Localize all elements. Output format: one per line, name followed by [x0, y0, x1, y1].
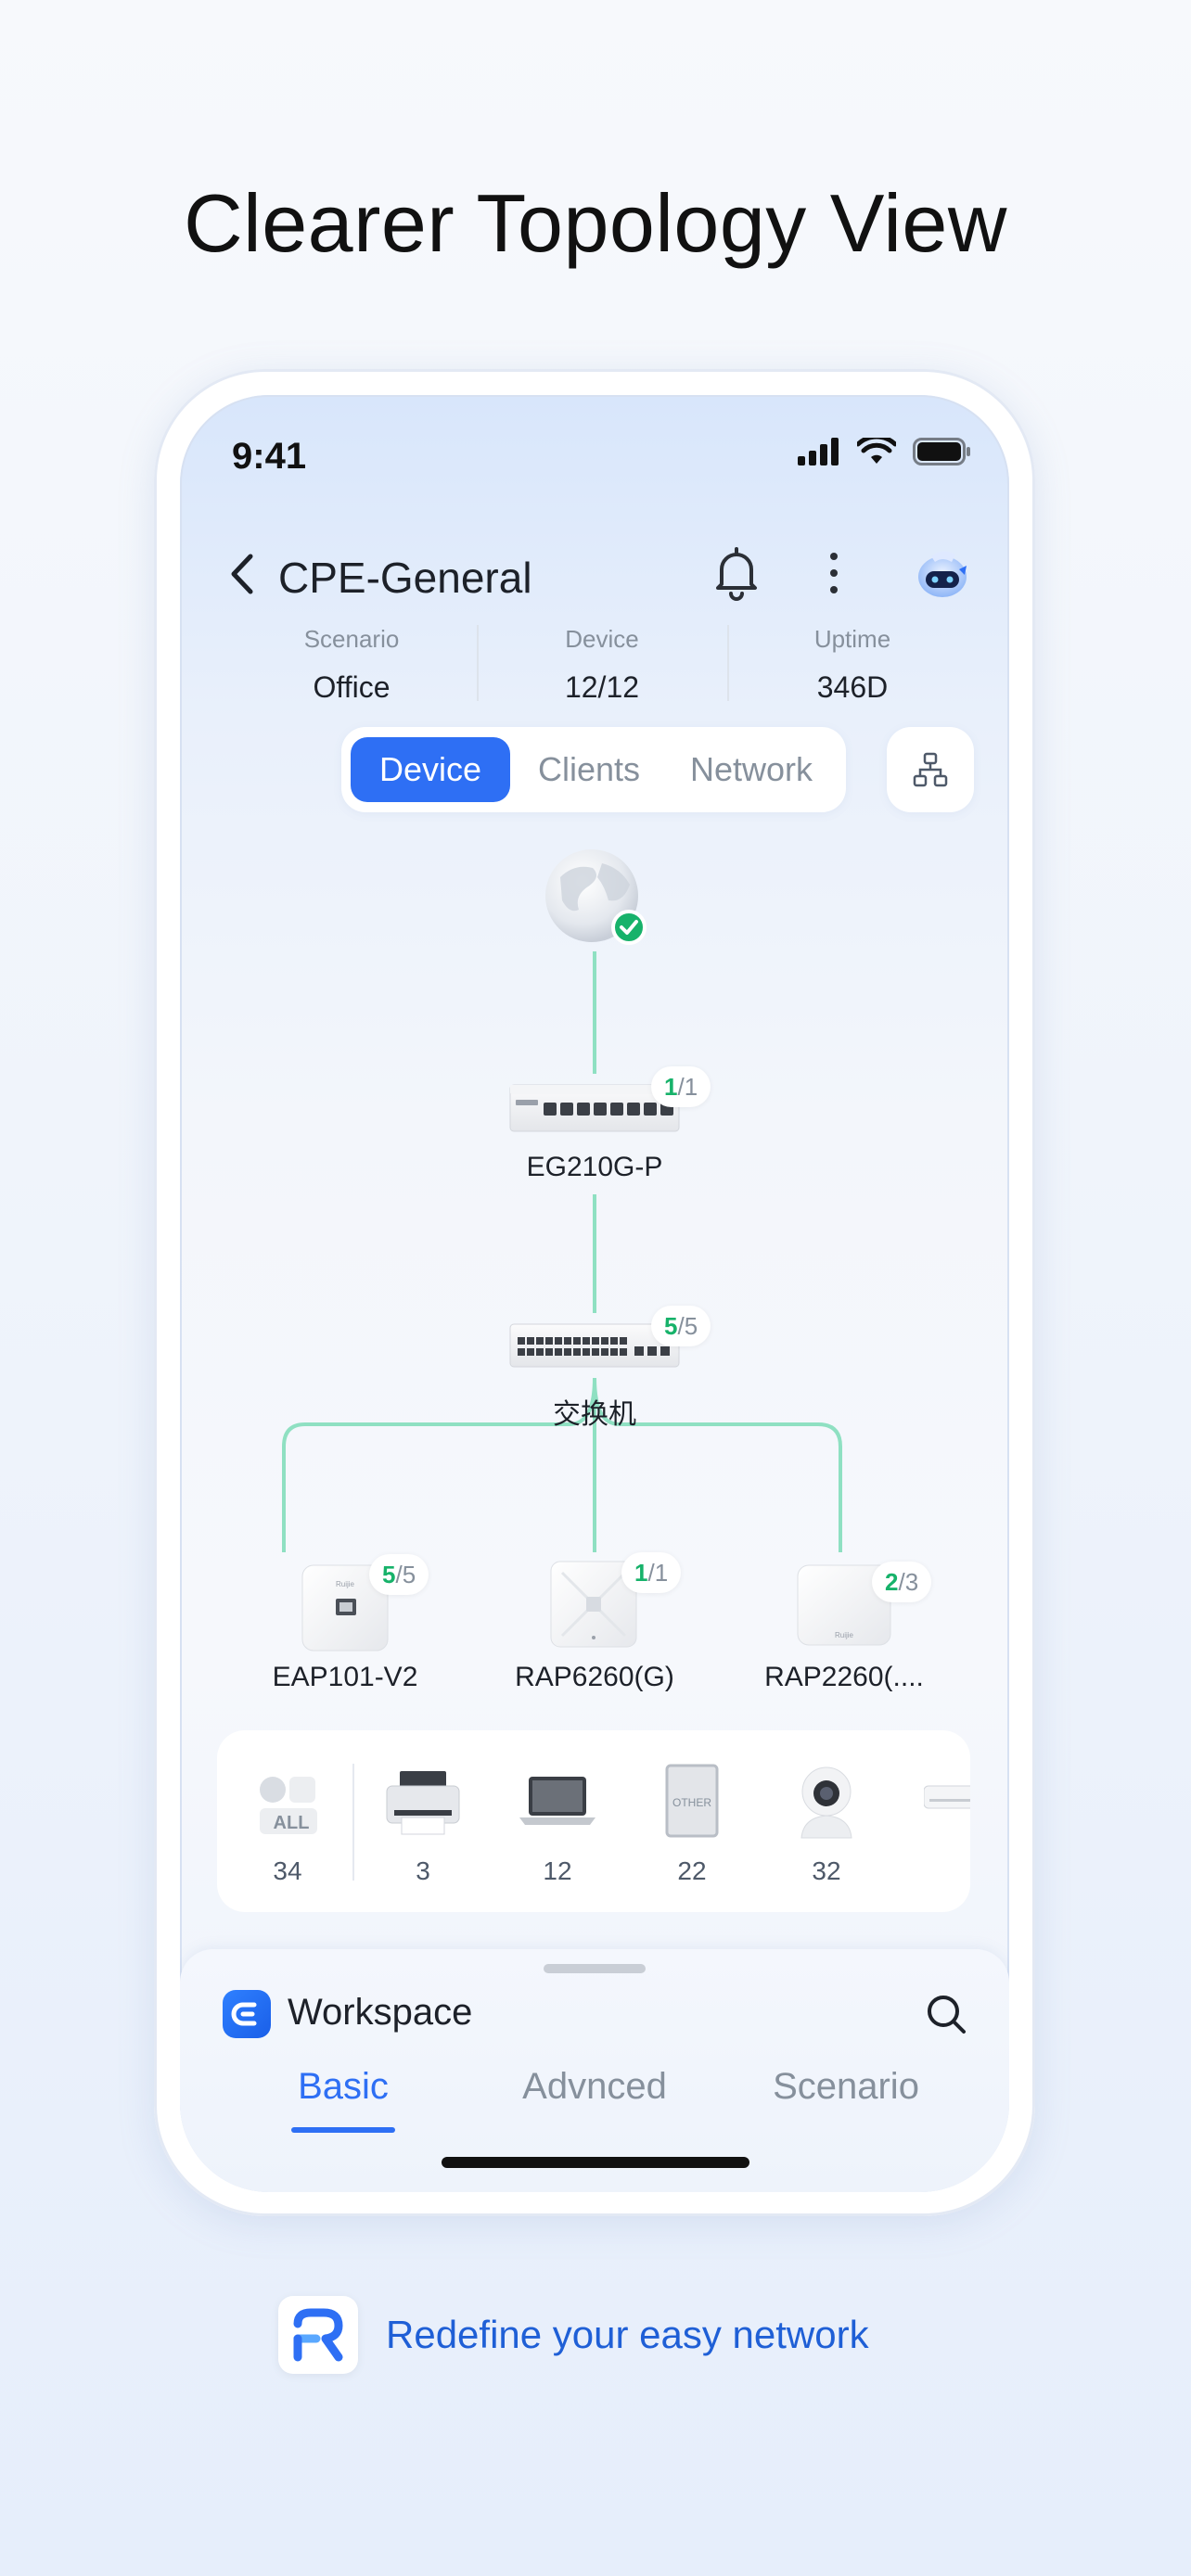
printer-icon — [386, 1771, 460, 1835]
other-device-text: OTHER — [672, 1796, 711, 1809]
footer-brand: Redefine your easy network — [278, 2296, 869, 2374]
workspace-title: Workspace — [288, 1992, 473, 2033]
topology-icon — [913, 752, 948, 787]
stat-device: Device 12/12 — [477, 618, 727, 710]
all-clients-icon: ALL — [260, 1777, 317, 1834]
ap2-label: RAP6260(G) — [515, 1662, 674, 1692]
page-title: CPE-General — [278, 554, 532, 602]
client-count: 32 — [924, 1856, 970, 1886]
more-icon[interactable] — [820, 543, 848, 603]
phone-screen: 9:41 CPE-General — [180, 395, 1009, 2192]
switch1-label: EG210G-P — [526, 1152, 663, 1182]
switch2-online-badge: 5 /5 — [651, 1306, 711, 1346]
wifi-icon — [857, 438, 896, 464]
client-ac[interactable]: 32 — [896, 1730, 970, 1912]
client-laptop[interactable]: 12 — [493, 1730, 622, 1912]
workspace-sheet: Workspace Basic Advnced Scenario — [180, 1949, 1009, 2192]
ap3-device-icon[interactable]: Ruijie — [797, 1564, 891, 1646]
signal-icon — [798, 438, 839, 465]
client-all[interactable]: ALL 34 — [223, 1730, 352, 1912]
client-count: 3 — [416, 1856, 430, 1885]
switch1-online-badge: 1 /1 — [651, 1066, 711, 1107]
client-count: 34 — [273, 1856, 302, 1885]
switch2-label: 交换机 — [553, 1399, 636, 1430]
battery-icon — [913, 438, 970, 465]
badge-total: /5 — [677, 1311, 698, 1340]
laptop-icon — [519, 1777, 596, 1825]
tab-basic[interactable]: Basic — [298, 2066, 389, 2107]
back-icon[interactable] — [224, 549, 262, 599]
tab-scenario[interactable]: Scenario — [773, 2066, 919, 2107]
link-switch2-ap1 — [282, 1377, 596, 1552]
tab-clients[interactable]: Clients — [537, 750, 641, 788]
ap3-online-badge: 2 /3 — [872, 1562, 932, 1602]
other-device-icon: OTHER — [665, 1764, 719, 1838]
badge-total: /3 — [898, 1567, 919, 1596]
topology-links — [282, 951, 842, 1552]
tagline: Redefine your easy network — [386, 2313, 869, 2356]
status-bar: 9:41 — [180, 395, 1009, 516]
tab-advanced[interactable]: Advnced — [522, 2066, 667, 2107]
stat-scenario: Scenario Office — [226, 618, 477, 710]
stat-value: Office — [313, 670, 391, 704]
client-printer[interactable]: 3 — [358, 1730, 488, 1912]
stats-row: Scenario Office Device 12/12 Uptime 346D — [226, 618, 978, 710]
stat-label: Scenario — [303, 625, 400, 653]
stat-uptime: Uptime 346D — [727, 618, 978, 710]
search-icon[interactable] — [924, 1992, 968, 2036]
headline: Clearer Topology View — [184, 177, 1007, 269]
active-tab-indicator — [291, 2127, 395, 2133]
badge-total: /1 — [677, 1072, 698, 1101]
stat-label: Device — [565, 625, 639, 653]
badge-online: 2 — [885, 1567, 899, 1596]
stat-value: 346D — [816, 670, 889, 704]
status-icons — [798, 438, 972, 465]
ap1-label: EAP101-V2 — [272, 1662, 418, 1692]
client-types-strip: ALL 34 3 12 OTHER — [217, 1730, 970, 1912]
badge-total: /1 — [647, 1558, 669, 1587]
ap2-online-badge: 1 /1 — [621, 1552, 682, 1593]
status-time: 9:41 — [232, 436, 307, 477]
switch2-device-icon[interactable] — [509, 1323, 680, 1368]
ap1-device-icon[interactable]: Ruijie — [301, 1564, 389, 1651]
topology-toggle-button[interactable] — [887, 727, 974, 812]
divider — [352, 1764, 354, 1881]
link-switch2-ap3 — [593, 1377, 842, 1552]
switch1-device-icon[interactable] — [509, 1084, 680, 1132]
badge-online: 5 — [382, 1560, 396, 1588]
ap1-online-badge: 5 /5 — [369, 1554, 429, 1595]
badge-total: /5 — [395, 1560, 416, 1588]
stat-value: 12/12 — [564, 670, 640, 704]
badge-online: 1 — [664, 1072, 678, 1101]
sheet-grabber[interactable] — [544, 1964, 646, 1973]
view-tabs: Device Clients Network — [341, 727, 846, 812]
workspace-logo-icon — [223, 1990, 271, 2038]
badge-online: 1 — [634, 1558, 648, 1587]
client-count: 32 — [812, 1856, 841, 1885]
badge-online: 5 — [664, 1311, 678, 1340]
client-other[interactable]: OTHER 22 — [627, 1730, 757, 1912]
all-clients-text: ALL — [274, 1813, 310, 1833]
tab-network[interactable]: Network — [689, 750, 813, 788]
ac-icon — [924, 1785, 970, 1809]
ap3-label: RAP2260(.... — [764, 1662, 924, 1692]
client-camera[interactable]: 32 — [762, 1730, 891, 1912]
assistant-avatar-icon[interactable] — [915, 547, 970, 601]
nav-bar: CPE-General — [180, 516, 1009, 618]
svg-text:Ruijie: Ruijie — [835, 1631, 854, 1639]
internet-globe-icon[interactable] — [545, 849, 647, 945]
svg-text:Ruijie: Ruijie — [336, 1580, 355, 1588]
brand-logo-icon — [278, 2296, 358, 2374]
tab-device[interactable]: Device — [351, 737, 510, 802]
ap2-device-icon[interactable] — [550, 1561, 637, 1648]
workspace-tabs: Basic Advnced Scenario — [180, 2066, 1009, 2140]
client-count: 12 — [543, 1856, 572, 1885]
topology-diagram: Ruijie Ruijie — [282, 849, 891, 1651]
home-indicator — [442, 2157, 749, 2168]
client-count: 22 — [677, 1856, 707, 1885]
bell-icon[interactable] — [709, 543, 764, 603]
camera-icon — [800, 1766, 852, 1839]
stat-label: Uptime — [813, 625, 891, 653]
